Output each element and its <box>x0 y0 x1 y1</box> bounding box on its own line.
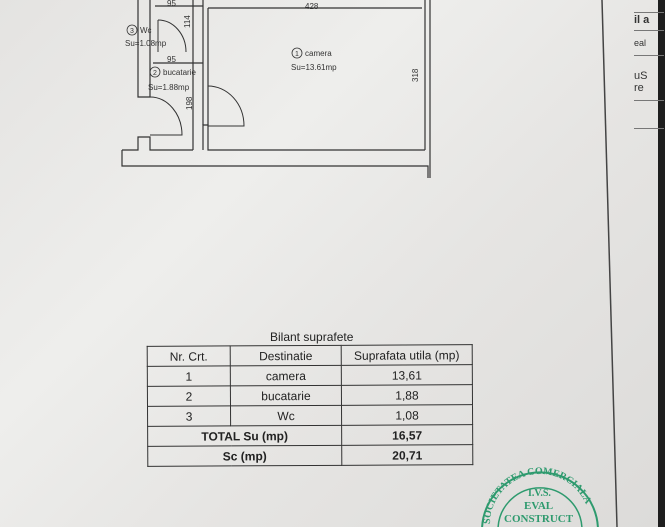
area-summary-table: Nr. Crt. Destinatie Suprafata utila (mp)… <box>147 344 474 467</box>
stamp-line2: EVAL <box>524 500 553 512</box>
sc-row: Sc (mp) 20,71 <box>147 444 473 467</box>
header-destinatie: Destinatie <box>230 345 342 366</box>
table-row: 2 bucatarie 1,88 <box>147 384 473 407</box>
dim-camera-width: 428 <box>305 2 319 11</box>
cell-suprafata: 1,08 <box>341 404 473 426</box>
cell-destinatie: camera <box>230 365 342 386</box>
fragment-text: re <box>634 82 644 94</box>
table-row: 1 camera 13,61 <box>147 364 473 387</box>
stamp-line1: I.V.S. <box>528 488 551 499</box>
cell-destinatie: bucatarie <box>230 385 342 406</box>
room-number-wc: 3 <box>130 28 134 35</box>
total-label: TOTAL Su (mp) <box>147 425 342 447</box>
header-suprafata: Suprafata utila (mp) <box>341 344 473 366</box>
table-header-row: Nr. Crt. Destinatie Suprafata utila (mp) <box>147 344 473 367</box>
dim-bucatarie-width: 95 <box>167 55 176 64</box>
cell-nr: 2 <box>147 385 231 407</box>
total-row: TOTAL Su (mp) 16,57 <box>147 424 473 447</box>
fragment-text: il a <box>634 14 650 26</box>
adjacent-page-fragment: il a eal uS re <box>628 0 664 150</box>
stamp-rings <box>481 471 599 527</box>
cell-destinatie: Wc <box>230 405 342 426</box>
sc-label: Sc (mp) <box>147 445 342 467</box>
company-stamp: SOCIETATEA COMERCIALA I.V.S. EVAL CONSTR… <box>481 466 599 527</box>
stamp-line3: CONSTRUCT <box>504 513 574 525</box>
room-area-camera: Su=13.61mp <box>291 63 337 72</box>
cell-suprafata: 13,61 <box>341 364 473 386</box>
cell-nr: 1 <box>147 365 231 387</box>
dim-bucatarie-height: 198 <box>185 96 194 110</box>
fragment-text: uS <box>634 70 648 82</box>
room-number-bucatarie: 2 <box>153 70 157 77</box>
dim-wc-width: 95 <box>167 0 176 8</box>
cell-suprafata: 1,88 <box>341 384 473 406</box>
room-area-wc: Su=1.08mp <box>125 39 167 48</box>
room-number-camera: 1 <box>295 51 299 58</box>
dim-wc-height: 114 <box>183 15 192 28</box>
header-nr: Nr. Crt. <box>147 345 231 367</box>
table-row: 3 Wc 1,08 <box>147 404 473 427</box>
table-title: Bilant suprafete <box>270 330 354 344</box>
walls <box>121 0 431 178</box>
room-name-camera: camera <box>305 49 332 58</box>
cell-nr: 3 <box>147 405 231 427</box>
sc-value: 20,71 <box>341 444 473 466</box>
total-value: 16,57 <box>341 424 473 446</box>
room-name-wc: Wc <box>140 26 152 35</box>
fragment-text: eal <box>634 38 647 48</box>
room-name-bucatarie: bucatarie <box>163 68 196 77</box>
floor-plan: 95 428 114 95 198 318 1 camera Su=13.61m… <box>121 0 431 178</box>
dim-camera-height: 318 <box>411 68 420 82</box>
room-area-bucatarie: Su=1.88mp <box>148 83 190 92</box>
